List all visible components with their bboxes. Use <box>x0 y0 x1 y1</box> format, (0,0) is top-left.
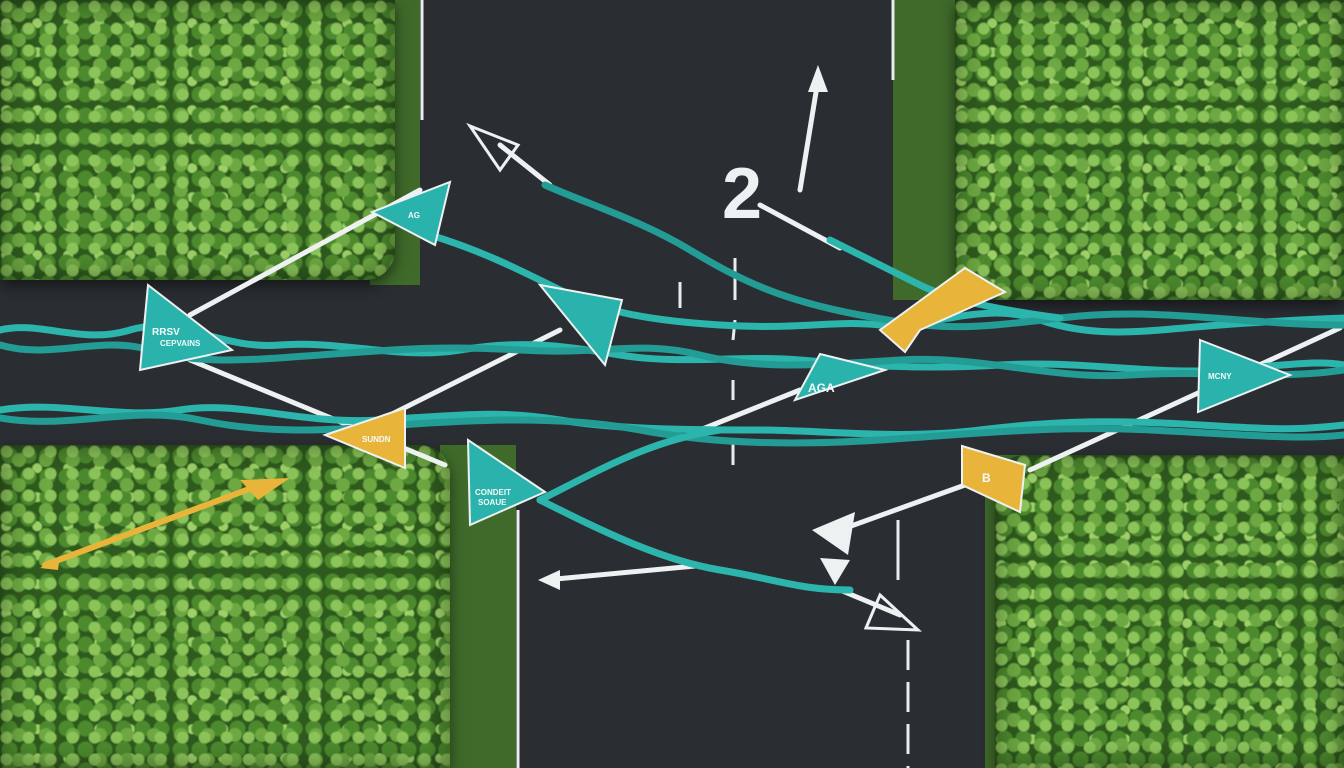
flag-label: AG <box>408 211 420 220</box>
flag-yellow-right <box>878 266 1008 354</box>
flag-aga: AGA <box>792 352 889 402</box>
arrowhead-icon <box>538 570 560 590</box>
hedge-bottom-left <box>0 445 450 768</box>
flag-label: MCNY <box>1208 372 1232 381</box>
flag-label: SOAUE <box>478 498 507 507</box>
arrowhead-icon <box>466 122 521 173</box>
hedge-top-right <box>955 0 1344 300</box>
flag-sundn: SUNDN <box>322 406 406 470</box>
road-markings <box>420 0 910 768</box>
hedge-top-left <box>0 0 395 280</box>
arrowhead-icon <box>820 558 850 585</box>
flag-mcny: MCNY <box>1196 338 1293 414</box>
flag-label: AGA <box>808 381 835 395</box>
flag-condeit: CONDEIT SOAUE <box>466 438 548 527</box>
flag-label: SUNDN <box>362 435 391 444</box>
arrowhead-icon <box>812 512 855 555</box>
flag-ag: AG <box>369 180 452 247</box>
arrowhead-icon <box>863 592 923 632</box>
flag-label: RRSV <box>152 327 180 338</box>
yellow-arrowhead-icon <box>40 556 60 570</box>
flag-b: B <box>961 444 1027 514</box>
arrowheads <box>466 65 923 632</box>
flag-label: CEPVAINS <box>160 339 201 348</box>
flag-rrsv: RRSV CEPVAINS <box>138 283 235 372</box>
flag-label: B <box>982 471 991 485</box>
flag-teal-center <box>537 283 624 368</box>
road-number: 2 <box>722 154 762 234</box>
hedge-bottom-right <box>995 455 1344 768</box>
arrowhead-icon <box>808 65 828 92</box>
grass-strip-top-right <box>893 0 963 300</box>
yellow-arrows <box>42 482 263 568</box>
yellow-arrowhead-icon <box>240 478 290 500</box>
flag-label: CONDEIT <box>475 488 511 497</box>
teal-ribbons <box>0 181 1344 594</box>
